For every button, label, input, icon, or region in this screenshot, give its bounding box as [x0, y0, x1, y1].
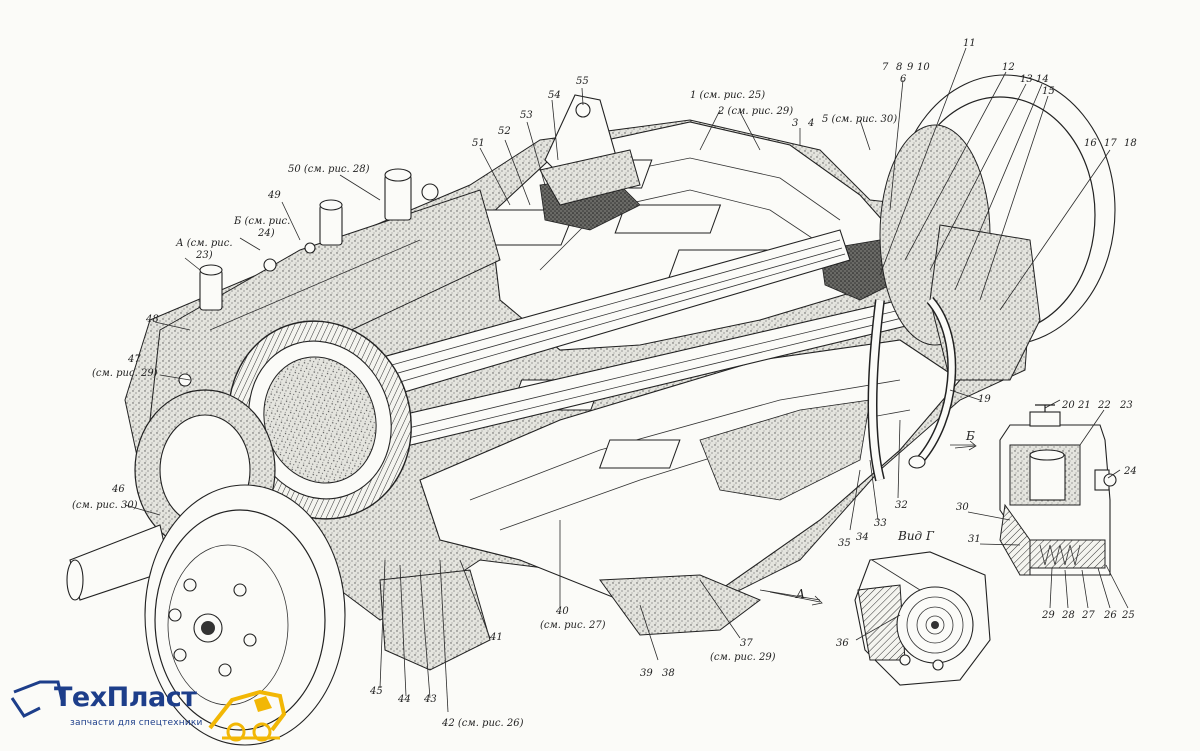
- excavator-icon: [10, 680, 287, 742]
- label-13: 13: [1020, 74, 1033, 85]
- label-16: 16: [1084, 138, 1097, 149]
- label-32: 32: [895, 500, 908, 511]
- label-a: А (см. рис.: [175, 238, 233, 249]
- label-b: Б (см. рис.: [233, 216, 290, 227]
- label-47-ref: (см. рис. 29): [92, 368, 158, 379]
- logo-subtitle: запчасти для спецтехники: [70, 718, 203, 728]
- label-26: 26: [1103, 610, 1117, 621]
- label-1: 1 (см. рис. 25): [690, 90, 765, 101]
- label-20: 20: [1061, 400, 1075, 411]
- label-3: 3: [792, 118, 798, 129]
- label-44: 44: [397, 694, 411, 705]
- label-33: 33: [874, 518, 887, 529]
- label-52: 52: [498, 126, 511, 137]
- label-48: 48: [145, 314, 159, 325]
- label-4: 4: [807, 118, 814, 129]
- label-7: 7: [882, 62, 889, 73]
- section-arrows: [769, 440, 977, 606]
- ring-gear: [228, 320, 412, 520]
- leader-lines: [124, 47, 1129, 713]
- label-41: 41: [489, 632, 503, 643]
- label-37-ref: (см. рис. 29): [710, 652, 776, 663]
- callout-labels: 1 (см. рис. 25) 2 (см. рис. 29) 3 4 5 (с…: [72, 38, 1137, 729]
- label-29: 29: [1041, 610, 1055, 621]
- label-51: 51: [472, 138, 485, 149]
- label-55: 55: [576, 76, 589, 87]
- label-15: 15: [1042, 86, 1055, 97]
- lifting-bracket: [539, 94, 641, 206]
- label-40: 40: [555, 606, 569, 617]
- hydraulic-pipes: [867, 297, 957, 482]
- label-37: 37: [740, 638, 753, 649]
- label-35: 35: [838, 538, 851, 549]
- label-9: 9: [907, 62, 914, 73]
- label-46-ref: (см. рис. 30): [72, 500, 138, 511]
- label-34: 34: [856, 532, 869, 543]
- logo-title: ТехПласт: [54, 682, 197, 713]
- label-18: 18: [1124, 138, 1137, 149]
- label-43: 43: [423, 694, 437, 705]
- label-b-ref: 24): [257, 228, 275, 239]
- label-38: 38: [662, 668, 675, 679]
- label-31: 31: [968, 534, 981, 545]
- label-14: 14: [1036, 74, 1049, 85]
- label-50: 50 (см. рис. 28): [288, 164, 370, 175]
- rear-drum: [879, 74, 1116, 381]
- view-g-detail: [854, 551, 991, 686]
- label-46: 46: [111, 484, 125, 495]
- label-11: 11: [963, 38, 976, 49]
- brand-logo: ТехПласт запчасти для спецтехники: [10, 678, 300, 748]
- label-36: 36: [836, 638, 849, 649]
- label-30: 30: [956, 502, 969, 513]
- label-19: 19: [978, 394, 991, 405]
- label-47: 47: [127, 354, 141, 365]
- valve-detail: [999, 404, 1117, 576]
- label-28: 28: [1061, 610, 1075, 621]
- label-5: 5 (см. рис. 30): [822, 114, 897, 125]
- label-27: 27: [1081, 610, 1095, 621]
- label-24: 24: [1123, 466, 1137, 477]
- label-23: 23: [1119, 400, 1133, 411]
- front-drum: [144, 484, 346, 746]
- main-shaft: [299, 229, 911, 451]
- label-17: 17: [1104, 138, 1117, 149]
- label-10: 10: [917, 62, 930, 73]
- label-2: 2 (см. рис. 29): [717, 106, 793, 117]
- label-45: 45: [369, 686, 383, 697]
- label-53: 53: [520, 110, 533, 121]
- label-39: 39: [640, 668, 653, 679]
- label-22: 22: [1097, 400, 1111, 411]
- label-42: 42 (см. рис. 26): [441, 718, 524, 729]
- label-40-ref: (см. рис. 27): [540, 620, 606, 631]
- label-21: 21: [1077, 400, 1091, 411]
- label-12: 12: [1002, 62, 1015, 73]
- front-casing: [149, 168, 501, 421]
- label-a-ref: 23): [195, 250, 213, 261]
- label-25: 25: [1121, 610, 1135, 621]
- label-8: 8: [896, 62, 902, 73]
- label-49: 49: [267, 190, 281, 201]
- label-6: 6: [900, 74, 907, 85]
- arrow-b-label: Б: [965, 429, 975, 443]
- view-g-label: Вид Г: [897, 529, 935, 543]
- label-54: 54: [548, 90, 561, 101]
- arrow-a-label: А: [795, 587, 805, 601]
